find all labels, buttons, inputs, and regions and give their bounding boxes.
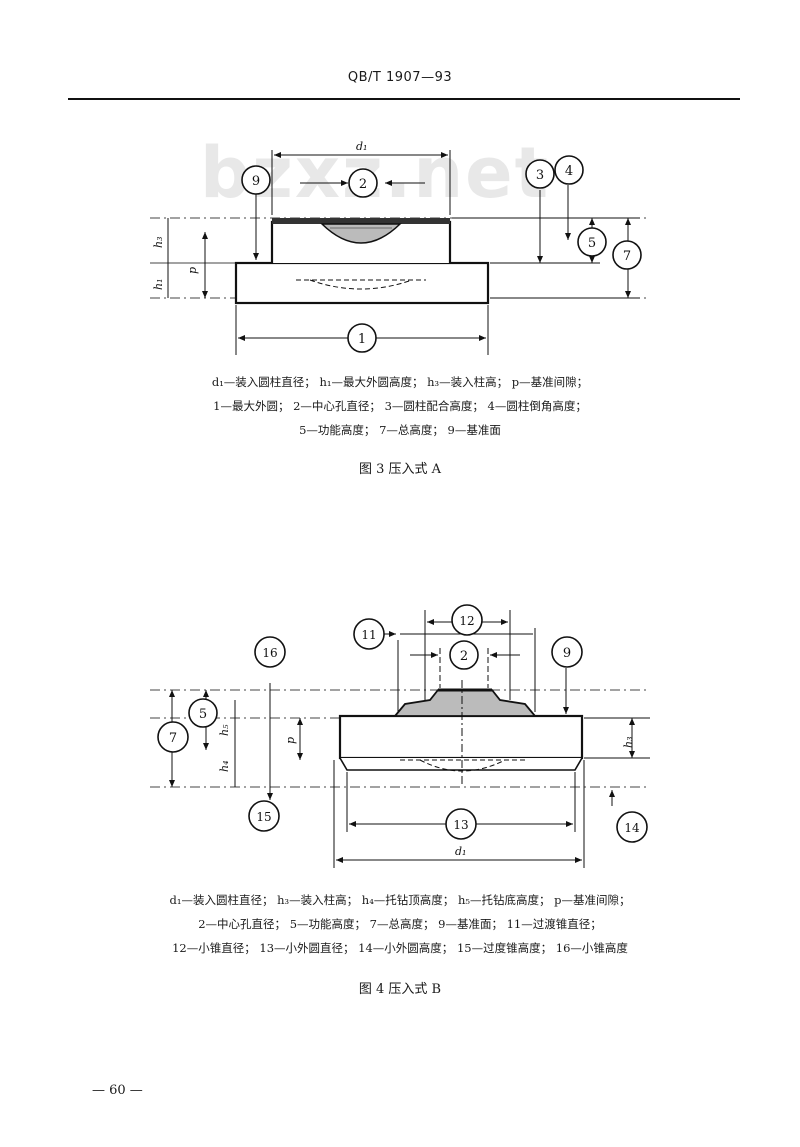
fig4-callout-12: 12 — [451, 604, 483, 636]
figure-4-caption: 图 4 压入式 B — [358, 982, 442, 997]
fig3-legend-line: d₁—装入圆柱直径； h₁—最大外圆高度； h₃—装入柱高； p—基准间隙； — [211, 375, 589, 389]
fig4-callout-9: 9 — [551, 636, 583, 668]
fig3-callout-4: 4 — [554, 155, 584, 185]
fig4-callout-16: 16 — [254, 636, 286, 668]
fig3-callout-3-text: 3 — [536, 168, 544, 183]
fig3-callout-2: 2 — [348, 168, 378, 198]
fig3-callout-7: 7 — [612, 240, 642, 270]
fig4-callout-16-text: 16 — [262, 646, 277, 660]
figure-4-legend: d₁—装入圆柱直径； h₃—装入柱高； h₄—托钻顶高度； h₅—托钻底高度； … — [70, 888, 730, 960]
fig4-callout-7-text: 7 — [169, 731, 177, 746]
fig4-h5-label: h₅ — [218, 724, 231, 736]
fig3-callout-4-text: 4 — [565, 164, 573, 179]
figure-3-caption: 图 3 压入式 A — [358, 462, 442, 477]
fig4-callout-2: 2 — [449, 640, 479, 670]
fig4-callout-5: 5 — [188, 698, 218, 728]
fig4-callout-7: 7 — [157, 721, 189, 753]
fig3-legend-line: 1—最大外圆； 2—中心孔直径； 3—圆柱配合高度； 4—圆柱倒角高度； — [213, 399, 587, 413]
figure-4-drawing: h₅ h₄ p h₃ d₁ 11 12 2 16 9 5 7 — [150, 604, 650, 868]
fig3-callout-5-text: 5 — [588, 236, 596, 251]
fig3-callout-1-text: 1 — [358, 332, 366, 347]
fig3-legend-line: 5—功能高度； 7—总高度； 9—基准面 — [299, 423, 501, 437]
fig3-callout-1: 1 — [347, 323, 377, 353]
fig4-callout-5-text: 5 — [199, 707, 207, 722]
fig4-h3-label: h₃ — [622, 737, 635, 749]
fig3-callout-9: 9 — [241, 165, 271, 195]
figure-3-legend: d₁—装入圆柱直径； h₁—最大外圆高度； h₃—装入柱高； p—基准间隙； 1… — [90, 370, 710, 442]
fig3-d1-label: d₁ — [356, 140, 367, 153]
fig3-h1-label: h₁ — [152, 279, 165, 291]
fig4-callout-14-text: 14 — [624, 821, 640, 835]
fig4-callout-12-text: 12 — [459, 614, 474, 628]
fig3-p-label: p — [186, 267, 199, 274]
fig4-callout-11: 11 — [353, 618, 385, 650]
fig4-callout-14: 14 — [616, 811, 648, 843]
page-number: — 60 — — [92, 1083, 143, 1098]
header-rule — [68, 98, 740, 100]
fig4-callout-13: 13 — [445, 808, 477, 840]
fig3-callout-5: 5 — [577, 227, 607, 257]
fig3-callout-2-text: 2 — [359, 177, 367, 192]
fig4-callout-11-text: 11 — [361, 628, 376, 642]
document-header: QB/T 1907—93 — [347, 70, 453, 85]
fig3-callout-9-text: 9 — [252, 174, 260, 189]
fig3-callout-3: 3 — [525, 159, 555, 189]
fig4-h4-label: h₄ — [218, 761, 231, 773]
fig4-callout-2-text: 2 — [460, 649, 468, 664]
fig4-callout-13-text: 13 — [453, 818, 468, 832]
fig3-callout-7-text: 7 — [623, 249, 631, 264]
fig4-legend-line: 12—小锥直径； 13—小外圆直径； 14—小外圆高度； 15—过度锥高度； 1… — [172, 941, 628, 955]
fig4-legend-line: d₁—装入圆柱直径； h₃—装入柱高； h₄—托钻顶高度； h₅—托钻底高度； … — [169, 893, 631, 907]
fig4-callout-15-text: 15 — [256, 810, 271, 824]
fig3-h3-label: h₃ — [152, 237, 165, 249]
fig4-legend-line: 2—中心孔直径； 5—功能高度； 7—总高度； 9—基准面； 11—过渡锥直径； — [198, 917, 602, 931]
fig4-callout-15: 15 — [248, 800, 280, 832]
fig4-d1-label: d₁ — [455, 845, 466, 858]
fig4-p-label: p — [284, 737, 297, 744]
fig4-callout-9-text: 9 — [563, 646, 571, 661]
figure-3-drawing: d₁ h₃ h₁ p 9 2 3 4 5 7 1 — [150, 140, 650, 355]
